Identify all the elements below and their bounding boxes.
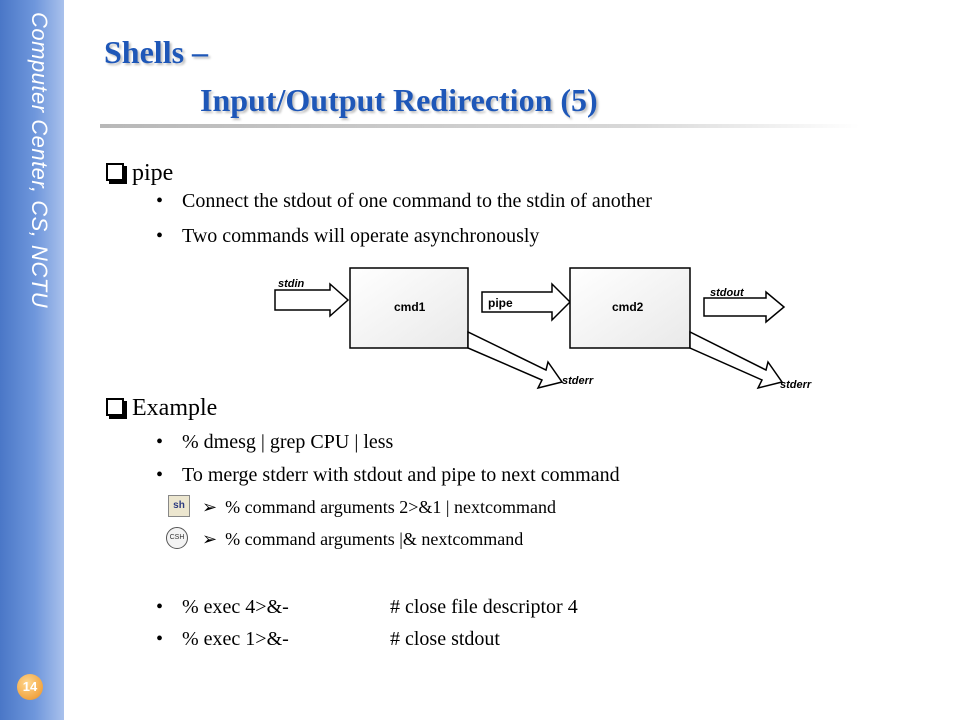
bullet-text: Connect the stdout of one command to the… (182, 190, 652, 212)
exec-command-text: % exec 4>&- (182, 596, 289, 618)
pipe-label: pipe (488, 296, 513, 310)
section-heading-pipe: pipe (106, 160, 173, 187)
bullet-item: • Two commands will operate asynchronous… (156, 225, 540, 248)
example-heading-text: Example (132, 395, 218, 421)
cmd1-label: cmd1 (394, 300, 426, 314)
bullet-dot-icon: • (156, 596, 164, 618)
sidebar: Computer Center, CS, NCTU 14 (0, 0, 64, 720)
section-heading-example: Example (106, 395, 217, 422)
bullet-dot-icon: • (156, 225, 164, 247)
sub-item-csh: ➢ % command arguments |& nextcommand (202, 529, 523, 550)
bullet-text: To merge stderr with stdout and pipe to … (182, 464, 620, 486)
bullet-item: • Connect the stdout of one command to t… (156, 190, 652, 213)
sub-item-text: % command arguments 2>&1 | nextcommand (225, 497, 556, 517)
bullet-item: • To merge stderr with stdout and pipe t… (156, 464, 620, 487)
sub-item-sh: ➢ % command arguments 2>&1 | nextcommand (202, 497, 556, 518)
cmd1-box (349, 267, 469, 349)
bullet-text: % dmesg | grep CPU | less (182, 431, 394, 453)
exec-command-text: % exec 1>&- (182, 628, 289, 650)
cmd2-box (569, 267, 691, 349)
page-number-badge: 14 (17, 674, 43, 700)
bullet-dot-icon: • (156, 431, 164, 453)
title-divider (100, 124, 860, 128)
sidebar-title: Computer Center, CS, NCTU (27, 12, 52, 309)
stderr-label-1: stderr (562, 375, 594, 387)
bullet-dot-icon: • (156, 464, 164, 486)
stdin-label: stdin (278, 278, 305, 290)
stderr-arrow-2 (689, 330, 784, 390)
csh-shell-icon: CSH (166, 527, 188, 549)
slide-title-line2: Input/Output Redirection (5) (200, 82, 598, 118)
exec-comment-text: # close stdout (390, 628, 500, 650)
bullet-item: • % exec 4>&- # close file descriptor 4 (156, 596, 578, 619)
stderr-arrow-1 (467, 330, 564, 390)
stdout-arrow (703, 290, 786, 324)
sh-shell-icon: sh (168, 495, 190, 517)
checkbox-bullet-icon (106, 163, 124, 181)
arrow-bullet-icon: ➢ (202, 529, 218, 549)
bullet-dot-icon: • (156, 190, 164, 212)
slide-title-line1: Shells – (104, 34, 209, 70)
bullet-dot-icon: • (156, 628, 164, 650)
pipe-diagram: stdin cmd1 pipe cmd2 stdout stderr stder… (274, 267, 812, 391)
exec-comment-text: # close file descriptor 4 (390, 596, 578, 618)
checkbox-bullet-icon (106, 398, 124, 416)
pipe-arrow (481, 282, 572, 322)
cmd2-label: cmd2 (612, 300, 644, 314)
stderr-label-2: stderr (780, 379, 812, 391)
pipe-heading-text: pipe (132, 160, 174, 186)
sub-item-text: % command arguments |& nextcommand (225, 529, 524, 549)
stdin-arrow (274, 282, 350, 318)
stdout-label: stdout (710, 287, 745, 299)
bullet-item: • % exec 1>&- # close stdout (156, 628, 500, 651)
arrow-bullet-icon: ➢ (202, 497, 218, 517)
bullet-item: • % dmesg | grep CPU | less (156, 431, 394, 454)
bullet-text: Two commands will operate asynchronously (182, 225, 540, 247)
